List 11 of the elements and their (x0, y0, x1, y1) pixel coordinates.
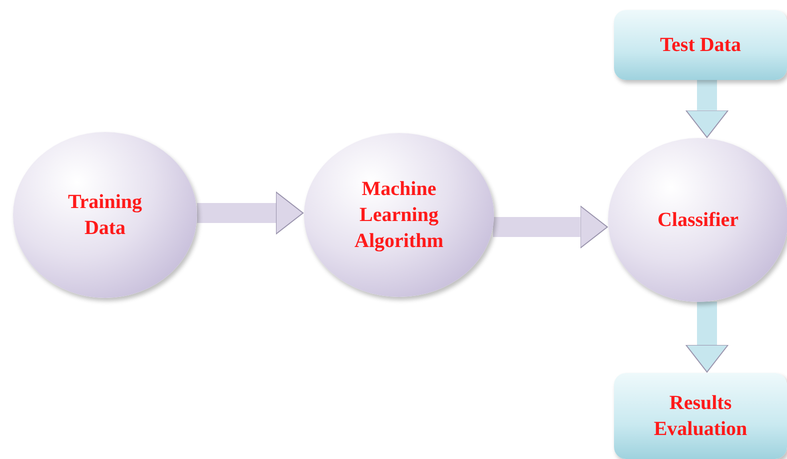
node-label: Training Data (66, 190, 144, 241)
block-arrow (686, 80, 728, 138)
block-arrow (492, 206, 608, 248)
block-arrow (196, 192, 304, 234)
node-label: Results Evaluation (652, 391, 748, 442)
node-label: Test Data (660, 33, 741, 58)
rounded-box (614, 10, 787, 80)
node-label: Classifier (657, 208, 739, 233)
rounded-box (614, 373, 787, 459)
block-arrow (686, 302, 728, 372)
node-label: Machine Learning Algorithm (354, 177, 444, 254)
